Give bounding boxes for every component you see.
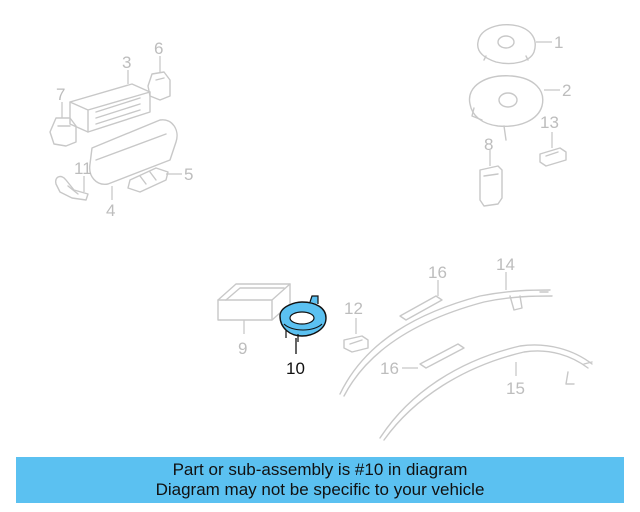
callout-15: 15 (506, 379, 525, 398)
callout-7: 7 (56, 85, 65, 104)
part-7-bracket (49, 117, 77, 147)
banner-line-part-number: Part or sub-assembly is #10 in diagram (172, 460, 468, 479)
part-8-impact-sensor (479, 165, 503, 207)
part-11-harness (54, 175, 89, 201)
part-14-curtain-airbag (339, 289, 553, 397)
part-12-connector (343, 335, 369, 353)
callout-12: 12 (344, 299, 363, 318)
part-16-upper-trim (399, 295, 443, 321)
callout-16-lower: 16 (380, 359, 399, 378)
part-1-steering-airbag (477, 24, 536, 65)
part-4-airbag-door (89, 119, 178, 185)
part-2-airbag-module (468, 75, 544, 141)
callout-2: 2 (562, 81, 571, 100)
callout-5: 5 (184, 165, 193, 184)
callout-9: 9 (238, 339, 247, 358)
part-13-sensor (539, 147, 567, 167)
info-banner: Part or sub-assembly is #10 in diagram D… (16, 457, 624, 503)
callout-3: 3 (122, 53, 131, 72)
callout-13: 13 (540, 113, 559, 132)
banner-line-disclaimer: Diagram may not be specific to your vehi… (155, 480, 485, 499)
callout-11: 11 (74, 159, 92, 178)
callout-4: 4 (106, 201, 115, 220)
part-15-curtain-airbag (379, 344, 593, 441)
part-5-sensor (127, 167, 169, 193)
callout-14: 14 (496, 255, 515, 274)
part-6-bracket (147, 71, 171, 101)
part-3-passenger-airbag (69, 83, 151, 133)
callout-10: 10 (286, 359, 305, 378)
part-16-lower-trim (419, 343, 465, 369)
callout-6: 6 (154, 39, 163, 58)
callout-8: 8 (484, 135, 493, 154)
part-9-control-module (217, 283, 291, 321)
callout-16-upper: 16 (428, 263, 447, 282)
callout-1: 1 (554, 33, 563, 52)
part-10-clockspring (279, 295, 327, 342)
